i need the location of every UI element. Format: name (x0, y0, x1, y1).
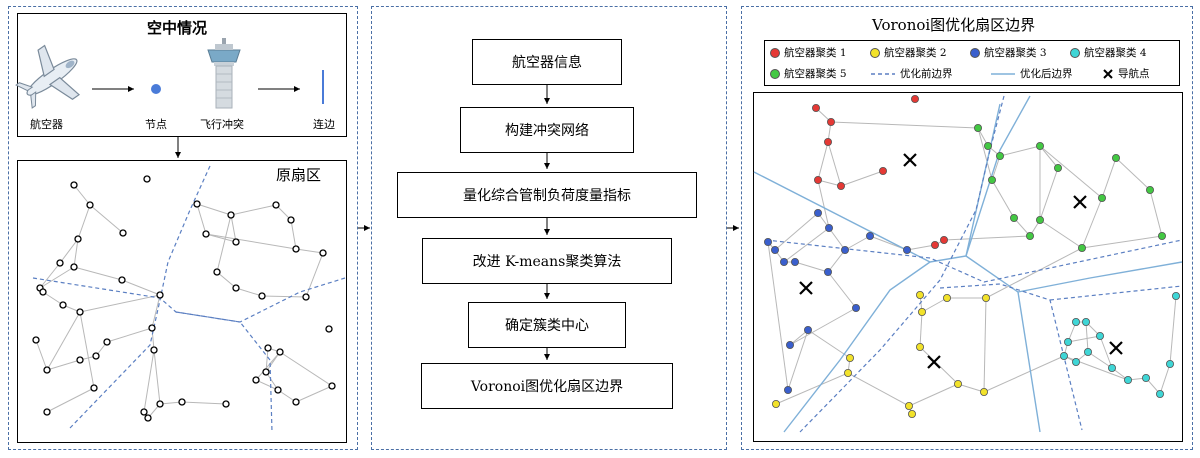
step-aircraft-info: 航空器信息 (472, 39, 622, 85)
legend-label: 航空器聚类 2 (884, 47, 947, 59)
label-aircraft: 航空器 (30, 118, 63, 131)
right-panel (741, 6, 1193, 450)
step-voronoi: Voronoi图优化扇区边界 (421, 363, 673, 409)
legend-dashed-line-icon (871, 72, 895, 75)
legend-dot-icon (970, 47, 980, 58)
legend-label: 航空器聚类 4 (1084, 47, 1147, 59)
legend-label: 导航点 (1118, 68, 1150, 80)
legend-item: 优化前边界 (870, 66, 953, 81)
label-node: 节点 (145, 118, 167, 131)
legend-label: 航空器聚类 5 (784, 68, 847, 80)
legend-label: 航空器聚类 1 (784, 47, 847, 59)
legend-item: 导航点 (1102, 66, 1150, 81)
legend-label: 航空器聚类 3 (984, 47, 1047, 59)
step-kmeans: 改进 K-means聚类算法 (422, 238, 672, 284)
left-panel (8, 6, 358, 450)
right-panel-title: Voronoi图优化扇区边界 (872, 16, 1036, 34)
legend-cross-icon (1103, 68, 1113, 79)
legend-dot-icon (770, 68, 780, 79)
legend-item: 航空器聚类 2 (870, 45, 947, 60)
legend-solid-line-icon (991, 72, 1015, 75)
step-build-network: 构建冲突网络 (460, 107, 634, 153)
optimized-sector-box (753, 92, 1183, 442)
step-cluster-centers: 确定簇类中心 (468, 302, 626, 348)
legend-item: 航空器聚类 5 (770, 66, 847, 81)
original-sector-box (17, 160, 347, 443)
legend-item: 航空器聚类 1 (770, 45, 847, 60)
legend-item: 优化后边界 (990, 66, 1073, 81)
step-quantify-load: 量化综合管制负荷度量指标 (397, 172, 697, 218)
middle-panel (371, 6, 727, 450)
legend-dot-icon (770, 47, 780, 58)
legend-label: 优化前边界 (900, 68, 953, 80)
original-sector-title: 原扇区 (276, 166, 322, 184)
situation-title: 空中情况 (147, 19, 208, 37)
legend-item: 航空器聚类 4 (1070, 45, 1147, 60)
legend-label: 优化后边界 (1020, 68, 1073, 80)
legend-item: 航空器聚类 3 (970, 45, 1047, 60)
legend-dot-icon (870, 47, 880, 58)
label-conflict: 飞行冲突 (200, 118, 244, 131)
label-edge: 连边 (313, 118, 335, 131)
legend-dot-icon (1070, 47, 1080, 58)
